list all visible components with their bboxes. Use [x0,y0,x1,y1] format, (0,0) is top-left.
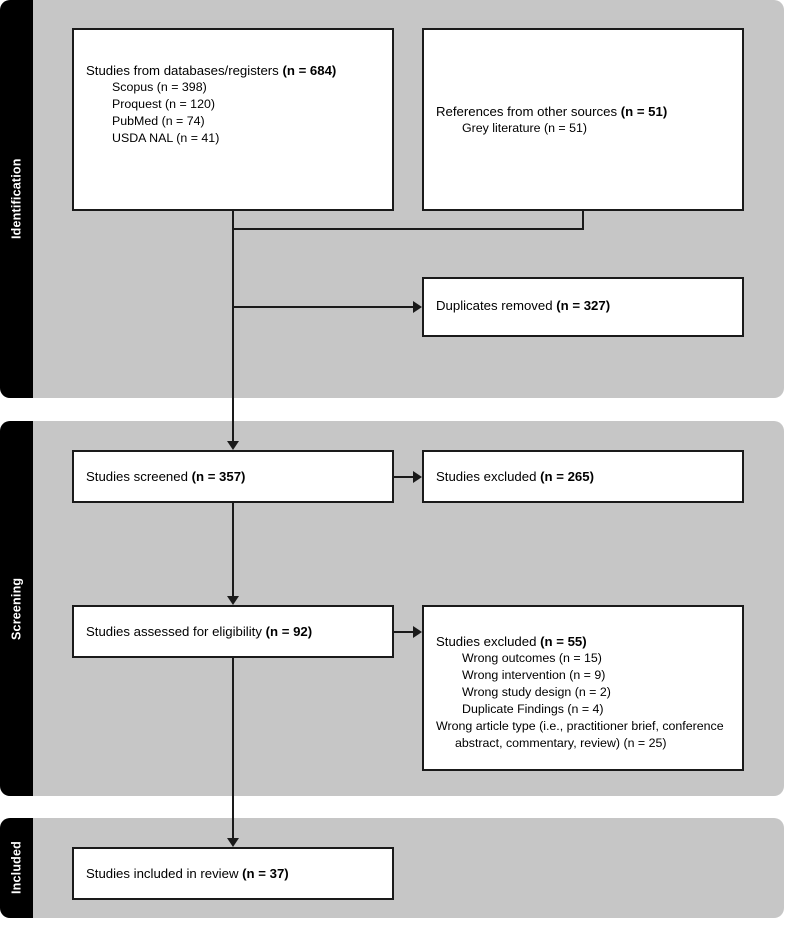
connector-other-down [582,211,584,230]
arrowhead-eligibility-to-excluded [413,626,422,638]
box-other-title-count: (n = 51) [620,104,668,119]
connector-screened-to-eligibility [232,503,234,596]
arrowhead-to-included [227,838,239,847]
box-studies-excluded-eligibility: Studies excluded (n = 55) Wrong outcomes… [422,605,744,771]
phase-bar-screening [0,421,33,796]
connector-trunk-to-screened [232,228,234,441]
connector-merge-horizontal [232,228,584,230]
box-duplicates-removed: Duplicates removed (n = 327) [422,277,744,337]
arrowhead-to-screened [227,441,239,450]
box-excluded-eligibility-title: Studies excluded (n = 55) [436,633,734,650]
box-other-title-plain: References from other sources [436,104,621,119]
box-databases-title-plain: Studies from databases/registers [86,63,283,78]
box-studies-assessed-eligibility: Studies assessed for eligibility (n = 92… [72,605,394,658]
box-eligibility-title-plain: Studies assessed for eligibility [86,624,266,639]
connector-eligibility-to-included [232,658,234,838]
arrowhead-screened-to-excluded [413,471,422,483]
box-eligibility-title-count: (n = 92) [265,624,313,639]
list-item: Wrong outcomes (n = 15) [462,651,602,666]
list-item: Duplicate Findings (n = 4) [462,702,604,716]
connector-screened-to-excluded [394,476,413,478]
box-screened-title-count: (n = 357) [191,469,246,484]
list-item: Wrong study design (n = 2) [462,685,611,700]
arrowhead-to-duplicates [413,301,422,313]
box-eligibility-title: Studies assessed for eligibility (n = 92… [86,623,384,640]
box-databases-source-list: Scopus (n = 398) Proquest (n = 120) PubM… [86,79,384,146]
box-other-title: References from other sources (n = 51) [436,103,734,120]
box-duplicates-title: Duplicates removed (n = 327) [436,297,734,314]
box-screened-title: Studies screened (n = 357) [86,468,384,485]
box-included-title-count: (n = 37) [242,866,289,881]
phase-bar-identification [0,0,33,398]
box-excluded-screening-title-count: (n = 265) [540,469,594,484]
list-item: Grey literature (n = 51) [462,121,587,136]
box-studies-included-review: Studies included in review (n = 37) [72,847,394,900]
box-studies-from-databases: Studies from databases/registers (n = 68… [72,28,394,211]
box-studies-excluded-screening: Studies excluded (n = 265) [422,450,744,503]
list-item: PubMed (n = 74) [112,114,205,129]
list-item: Wrong intervention (n = 9) [462,668,606,683]
phase-bar-included [0,818,33,918]
list-item: Scopus (n = 398) [112,80,207,95]
box-included-title: Studies included in review (n = 37) [86,865,384,882]
list-item: USDA NAL (n = 41) [112,131,220,145]
box-other-source-list: Grey literature (n = 51) [436,120,734,137]
box-included-title-plain: Studies included in review [86,866,243,881]
list-item: Proquest (n = 120) [112,97,215,112]
box-screened-title-plain: Studies screened [86,469,192,484]
box-excluded-screening-title-plain: Studies excluded [436,469,541,484]
box-references-other-sources: References from other sources (n = 51) G… [422,28,744,211]
box-duplicates-title-count: (n = 327) [556,298,611,313]
box-studies-screened: Studies screened (n = 357) [72,450,394,503]
connector-eligibility-to-excluded [394,631,413,633]
box-excluded-eligibility-title-plain: Studies excluded [436,634,541,649]
box-databases-title: Studies from databases/registers (n = 68… [86,62,384,79]
list-item: Wrong article type (i.e., practitioner b… [436,718,724,750]
box-excluded-eligibility-title-count: (n = 55) [540,634,587,649]
connector-to-duplicates [232,306,413,308]
box-databases-title-count: (n = 684) [282,63,337,78]
box-excluded-screening-title: Studies excluded (n = 265) [436,468,734,485]
connector-databases-down [232,211,234,230]
box-excluded-eligibility-reason-list: Wrong outcomes (n = 15) Wrong interventi… [436,650,734,751]
box-duplicates-title-plain: Duplicates removed [436,298,557,313]
arrowhead-to-eligibility [227,596,239,605]
